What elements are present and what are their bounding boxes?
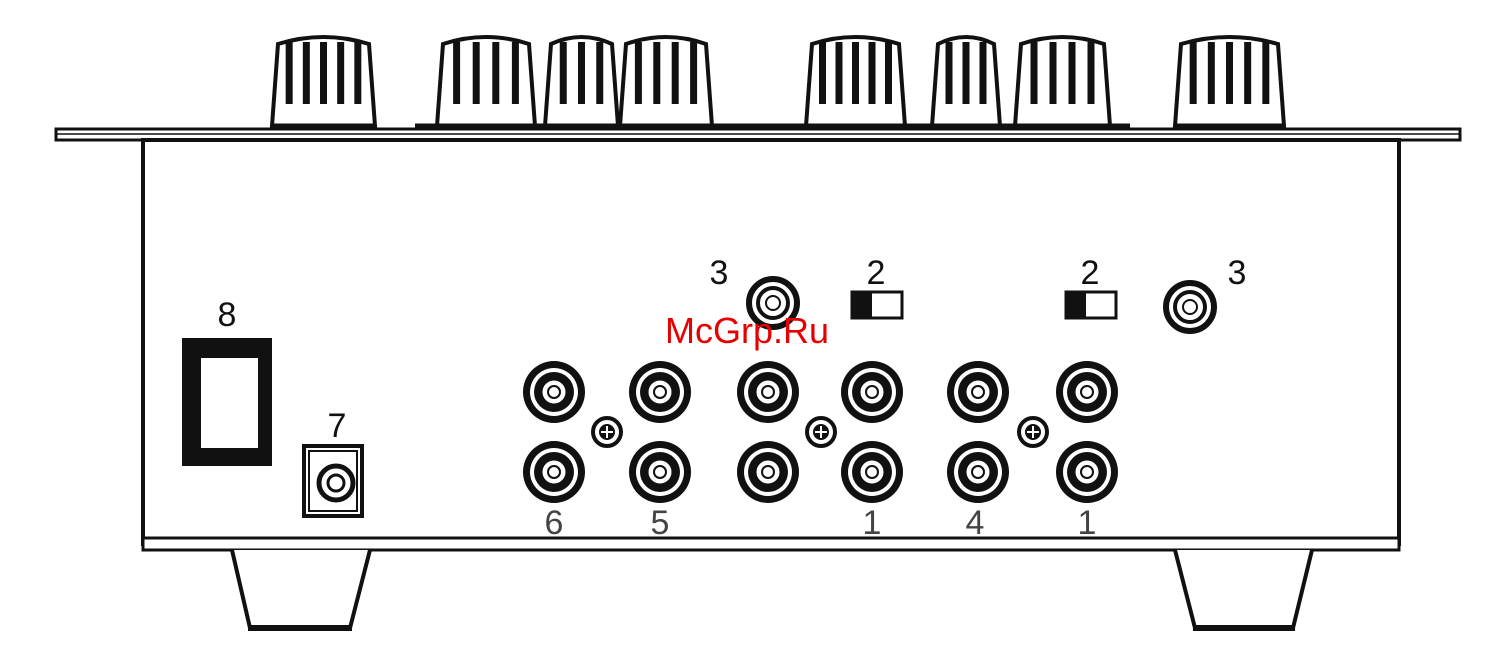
rca-label-1a: 1 — [863, 504, 882, 542]
foot-right — [1175, 550, 1312, 628]
jack-right-callout: 3 — [1228, 254, 1247, 292]
rca-jack — [1056, 361, 1118, 423]
rca-label-4: 4 — [966, 504, 985, 542]
knob — [1175, 37, 1284, 126]
ground-screw — [1019, 418, 1047, 446]
rca-label-6: 6 — [545, 504, 564, 542]
rca-jack — [629, 361, 691, 423]
knob-row — [272, 37, 1284, 126]
jack-left-callout: 3 — [710, 254, 729, 292]
power-jack-callout: 7 — [328, 407, 347, 445]
rca-jack — [841, 361, 903, 423]
power-switch — [182, 338, 272, 466]
knob — [437, 37, 535, 126]
rca-jack — [629, 441, 691, 503]
rca-jack — [947, 441, 1009, 503]
foot-left — [232, 550, 370, 628]
knob — [1015, 37, 1110, 126]
knob — [806, 37, 905, 126]
rca-label-1b: 1 — [1078, 504, 1097, 542]
switch-left — [852, 292, 902, 318]
knob — [272, 37, 375, 126]
switch-right — [1066, 292, 1116, 318]
rca-jack — [737, 361, 799, 423]
switch-right-callout: 2 — [1081, 254, 1100, 292]
jack-right — [1166, 283, 1214, 331]
switch-left-callout: 2 — [867, 254, 886, 292]
ground-screw — [807, 418, 835, 446]
rca-jack — [523, 441, 585, 503]
rca-label-5: 5 — [651, 504, 670, 542]
rca-jack — [1056, 441, 1118, 503]
power-switch-callout: 8 — [218, 296, 237, 334]
watermark: McGrp.Ru — [665, 310, 829, 351]
rca-jack — [737, 441, 799, 503]
knob — [620, 37, 712, 126]
ground-screw — [593, 418, 621, 446]
rca-jack — [841, 441, 903, 503]
knob — [932, 37, 1000, 126]
power-jack — [304, 446, 362, 516]
rca-jack — [947, 361, 1009, 423]
rca-jack — [523, 361, 585, 423]
knob — [545, 37, 618, 126]
